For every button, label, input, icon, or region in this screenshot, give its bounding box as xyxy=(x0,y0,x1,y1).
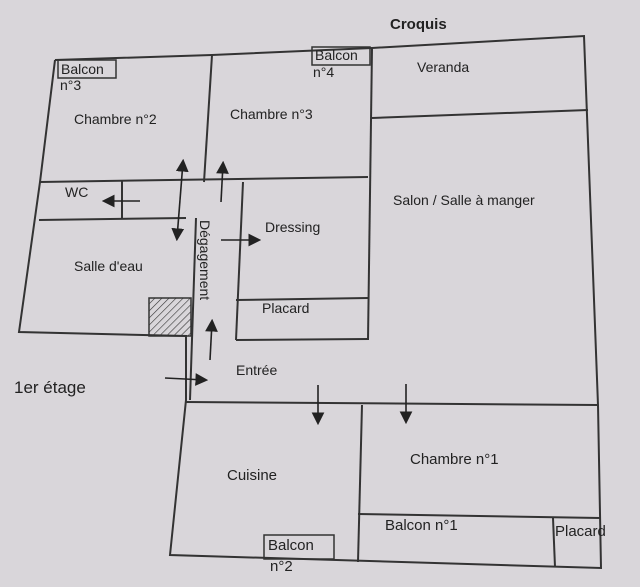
outer-wall xyxy=(17,34,603,570)
balcon-4-number: n°4 xyxy=(313,64,335,80)
room-degagement: Dégagement xyxy=(197,220,213,301)
balcon-2-number: n°2 xyxy=(270,558,293,575)
arrow-icon xyxy=(164,373,209,386)
floor-label: 1er étage xyxy=(14,378,86,397)
room-balcon-1: Balcon n°1 xyxy=(385,517,458,534)
wall xyxy=(185,401,599,406)
balcon-2-word: Balcon xyxy=(268,537,314,554)
arrow-icon xyxy=(175,158,189,201)
plan-title: Croquis xyxy=(390,16,447,33)
room-veranda: Veranda xyxy=(417,59,470,75)
room-chambre-3: Chambre n°3 xyxy=(230,106,313,122)
wall xyxy=(357,404,363,563)
room-entree: Entrée xyxy=(236,362,278,378)
wall xyxy=(235,181,244,341)
balcon-2-box xyxy=(263,534,335,560)
room-salon: Salon / Salle à manger xyxy=(393,192,535,208)
wall xyxy=(367,47,373,341)
room-wc: WC xyxy=(65,184,89,200)
arrow-icon xyxy=(205,318,218,361)
balcon-4-word: Balcon xyxy=(315,47,358,63)
wall xyxy=(203,54,213,183)
wall xyxy=(39,176,369,183)
wall xyxy=(189,217,197,401)
room-salle-eau: Salle d'eau xyxy=(74,258,143,274)
room-placard-right: Placard xyxy=(555,523,606,540)
room-chambre-2: Chambre n°2 xyxy=(74,111,157,127)
balcon-3-box xyxy=(57,59,117,79)
room-chambre-1: Chambre n°1 xyxy=(410,451,499,468)
room-placard-dressing: Placard xyxy=(262,300,310,316)
wall xyxy=(235,338,369,341)
wall xyxy=(357,513,601,519)
arrow-icon xyxy=(171,199,185,242)
balcon-3-word: Balcon xyxy=(61,61,104,77)
arrow-icon xyxy=(216,160,229,203)
room-dressing: Dressing xyxy=(265,219,321,235)
balcon-3-number: n°3 xyxy=(60,77,82,93)
wall xyxy=(38,217,187,221)
hatched-duct xyxy=(148,297,192,337)
wall xyxy=(235,297,369,301)
wall xyxy=(552,517,556,568)
balcon-4-box xyxy=(311,46,371,66)
wall xyxy=(371,109,589,119)
room-cuisine: Cuisine xyxy=(227,467,278,484)
